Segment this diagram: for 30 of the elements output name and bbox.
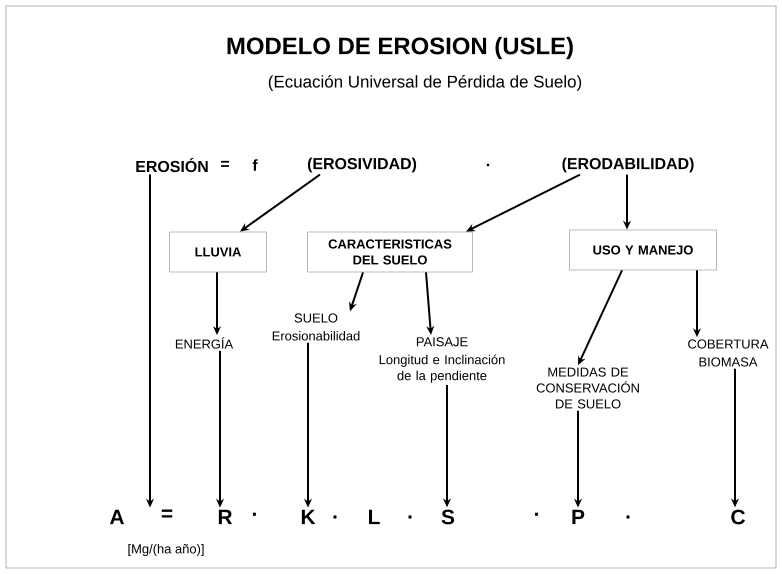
factor-text: MEDIDAS DE CONSERVACIÓN DE SUELO: [536, 367, 639, 408]
concept-box: CARACTERISTICAS DEL SUELO: [307, 232, 473, 272]
formula-letter: K: [302, 510, 316, 524]
formula-letter: C: [731, 510, 745, 524]
factor-text: ENERGÍA: [176, 337, 234, 349]
equation-symbol: =: [221, 160, 229, 167]
unit-label: [Mg/(ha año)]: [128, 544, 204, 556]
equation-symbol: f: [252, 159, 258, 171]
concept-box: LLUVIA: [169, 232, 267, 272]
equation-symbol: .: [486, 164, 490, 166]
formula-letter: A: [110, 510, 124, 524]
formula-symbol: ·: [534, 512, 538, 516]
equation-term: (EROSIVIDAD): [308, 158, 416, 172]
equation-term: EROSIÓN: [136, 158, 208, 172]
formula-symbol: =: [162, 510, 172, 518]
factor-text: COBERTURA BIOMASA: [688, 339, 768, 367]
formula-letter: R: [218, 510, 232, 524]
subtitle: (Ecuación Universal de Pérdida de Suelo): [268, 75, 582, 91]
formula-symbol: .: [408, 515, 412, 519]
equation-term: (ERODABILIDAD): [562, 158, 694, 172]
formula-symbol: .: [626, 515, 630, 519]
factor-text: SUELO Erosionabilidad: [272, 313, 360, 341]
title: MODELO DE EROSION (USLE): [228, 36, 573, 60]
formula-symbol: ·: [252, 512, 256, 516]
factor-text: PAISAJE Longitud e Inclinación de la pendiente: [380, 337, 504, 383]
formula-symbol: .: [334, 515, 336, 519]
formula-letter: P: [572, 510, 584, 524]
formula-letter: S: [442, 510, 454, 524]
concept-box: USO Y MANEJO: [569, 230, 717, 270]
formula-symbol: L: [369, 510, 380, 524]
